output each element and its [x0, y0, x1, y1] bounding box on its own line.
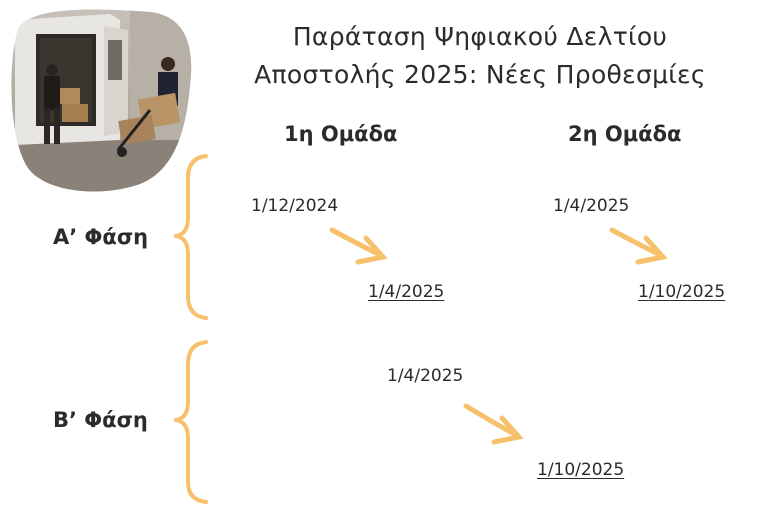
- group-1-heading: 1η Ομάδα: [284, 122, 398, 146]
- date-a-group-1-from: 1/12/2024: [251, 196, 339, 216]
- page-title: Παράταση Ψηφιακού Δελτίου Αποστολής 2025…: [230, 18, 730, 94]
- title-line-1: Παράταση Ψηφιακού Δελτίου: [292, 22, 668, 51]
- brace-phase-b: [174, 340, 208, 504]
- phase-b-label: Β’ Φάση: [53, 408, 148, 432]
- group-2-heading: 2η Ομάδα: [568, 122, 682, 146]
- brace-phase-a: [174, 154, 208, 320]
- arrow-b: [463, 403, 524, 445]
- arrow-a-group-2: [609, 227, 668, 265]
- date-b-to: 1/10/2025: [537, 460, 625, 480]
- date-b-from: 1/4/2025: [387, 366, 464, 386]
- phase-a-label: Α’ Φάση: [53, 225, 149, 249]
- date-a-group-2-to: 1/10/2025: [638, 282, 726, 302]
- title-line-2: Αποστολής 2025: Νέες Προθεσμίες: [254, 60, 706, 89]
- date-a-group-1-to: 1/4/2025: [368, 282, 445, 302]
- arrow-a-group-1: [329, 227, 388, 265]
- date-a-group-2-from: 1/4/2025: [553, 196, 630, 216]
